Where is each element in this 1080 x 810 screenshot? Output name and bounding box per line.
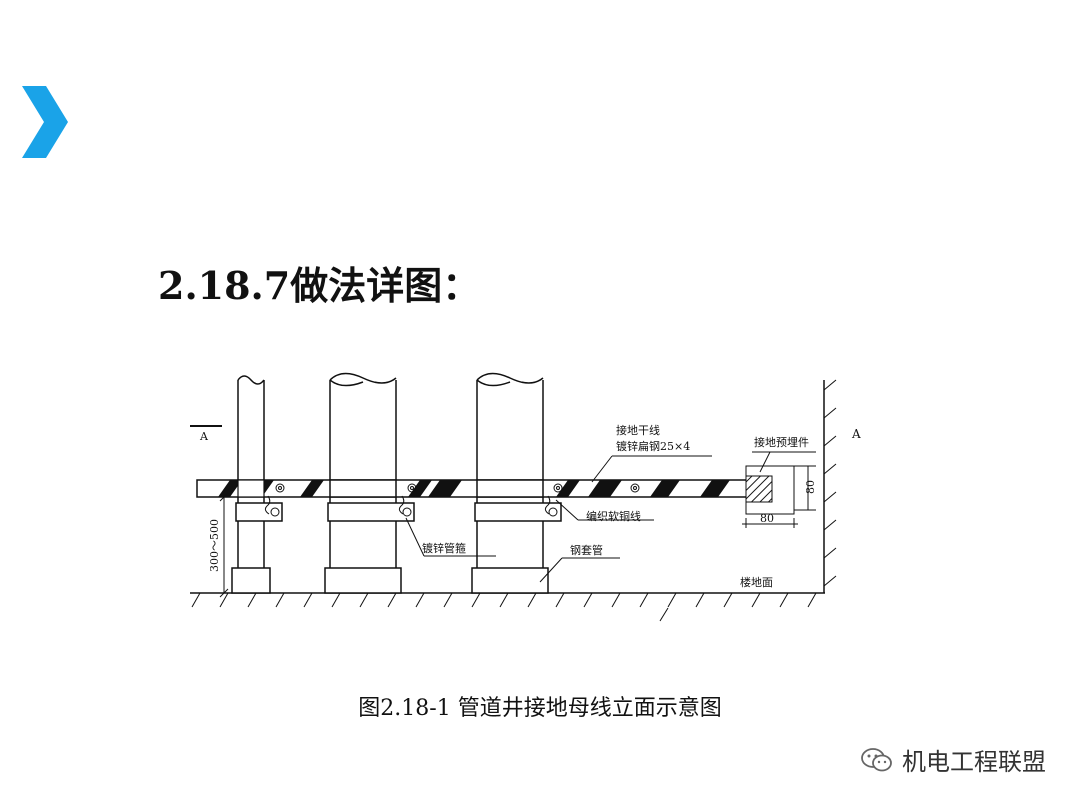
label-steel-sleeve: 钢套管 <box>570 543 603 557</box>
section-mark-left: A <box>199 430 209 443</box>
grounding-bus-diagram: A <box>190 372 837 622</box>
pipe-large-2 <box>471 372 549 594</box>
dim-height: 300～500 <box>208 519 221 572</box>
floor-line <box>190 592 825 622</box>
label-braided-wire: 编织软铜线 <box>586 509 641 523</box>
label-pipe-clamp: 镀锌管箍 <box>422 541 466 555</box>
chevron-right-icon <box>22 86 68 158</box>
label-main-line-spec: 镀锌扁钢25×4 <box>616 439 690 453</box>
wall <box>823 379 837 593</box>
grounding-bus-bar <box>196 479 750 498</box>
label-main-line: 接地干线 <box>616 423 660 437</box>
section-mark-right: A <box>852 427 861 441</box>
pipe-clamps <box>235 502 562 522</box>
pipe-thin <box>231 375 271 594</box>
embedded-part <box>742 465 816 528</box>
pipe-large-1 <box>324 372 402 594</box>
figure-caption: 图2.18-1 管道井接地母线立面示意图 <box>358 696 722 721</box>
label-floor: 楼地面 <box>740 575 773 589</box>
watermark-text: 机电工程联盟 <box>902 748 1046 776</box>
label-embedded-part: 接地预埋件 <box>754 436 809 449</box>
height-dimension <box>218 492 234 598</box>
dim-80-vertical: 80 <box>804 480 817 494</box>
dim-80-horizontal: 80 <box>760 512 774 525</box>
watermark: 机电工程联盟 <box>860 742 1046 777</box>
page-title: 2.18.7做法详图： <box>158 263 481 308</box>
wechat-icon <box>861 747 892 771</box>
